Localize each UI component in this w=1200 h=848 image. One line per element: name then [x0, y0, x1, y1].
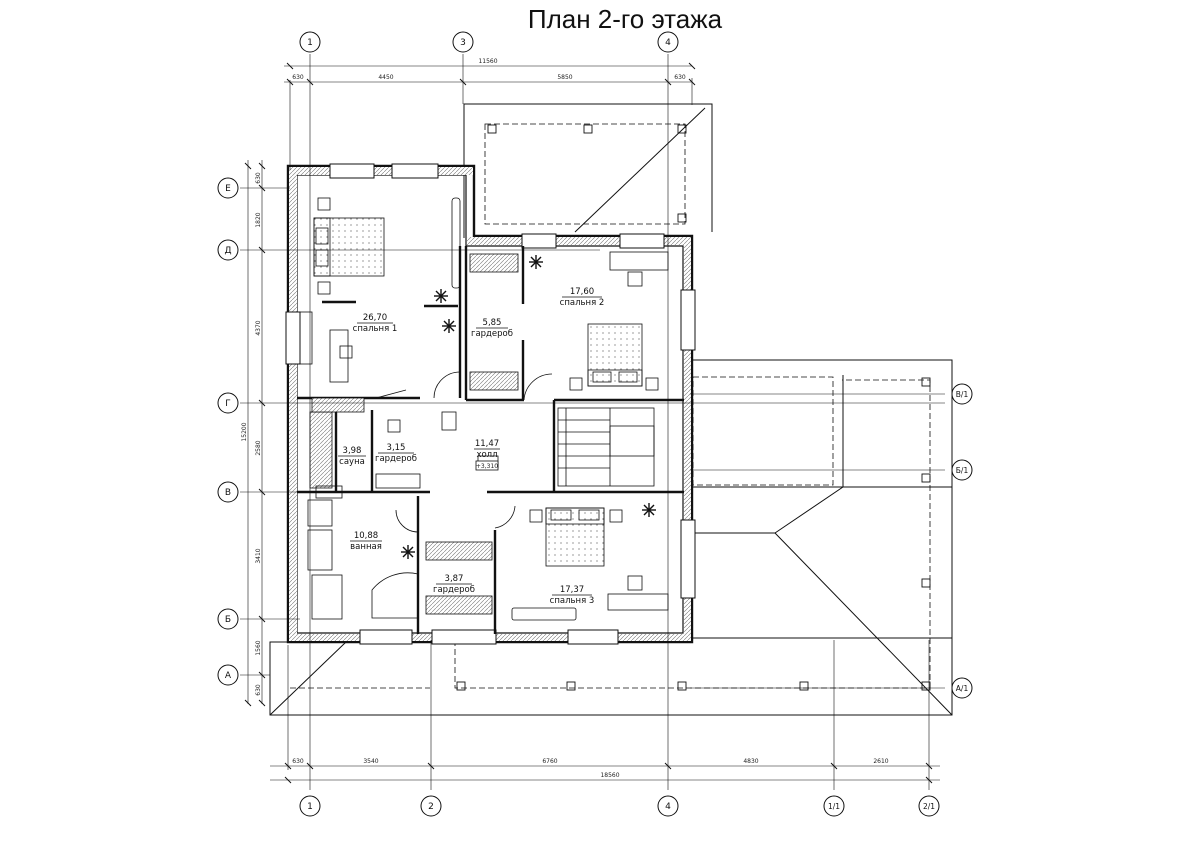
room-area: 5,85	[483, 318, 502, 328]
roof-outlines	[269, 103, 953, 716]
dimension-ticks	[244, 62, 933, 784]
room-label-hall: 11,47 холл +3,310	[474, 439, 500, 471]
room-name: гардероб	[375, 454, 417, 464]
room-area: 3,98	[343, 446, 362, 456]
dim-bottom-seg: 3540	[363, 758, 378, 765]
dim-bottom-seg: 2610	[873, 758, 888, 765]
room-area: 3,15	[387, 443, 406, 453]
axis-label-left: Е	[225, 184, 231, 194]
room-label-bedroom-3: 17,37 спальня 3	[550, 585, 595, 606]
axis-label-bottom: 4	[665, 802, 671, 812]
furniture	[299, 197, 669, 621]
room-name: спальня 2	[560, 298, 605, 308]
dim-left-seg: 2580	[255, 440, 262, 455]
room-area: 3,87	[445, 574, 464, 584]
dim-top-seg: 630	[292, 74, 304, 81]
dimension-texts: 11560 630 4450 5850 630 630 3540 6760 48…	[241, 58, 889, 779]
dim-top-overall: 11560	[478, 58, 497, 65]
dim-bottom-seg: 4830	[743, 758, 758, 765]
room-name: холл	[476, 450, 497, 460]
room-area: 26,70	[363, 313, 387, 323]
dim-top-seg: 5850	[557, 74, 572, 81]
roof-columns	[456, 124, 931, 691]
axis-label-right: А/1	[956, 684, 969, 693]
dim-left-seg: 630	[255, 684, 262, 696]
room-label-bathroom: 10,88 ванная	[350, 531, 382, 552]
axis-label-right: Б/1	[956, 466, 969, 475]
axis-label-top: 4	[665, 38, 671, 48]
axis-label-left: Б	[225, 615, 231, 625]
axis-label-bottom: 1	[307, 802, 313, 812]
room-name: ванная	[350, 542, 382, 552]
room-label-sauna: 3,98 сауна	[338, 446, 366, 467]
room-labels: 26,70 спальня 1 5,85 гардероб 17,60 спал…	[338, 287, 604, 606]
room-area: 10,88	[354, 531, 378, 541]
dim-left-seg: 3410	[255, 548, 262, 563]
dim-left-seg: 1820	[255, 212, 262, 227]
dim-bottom-seg: 630	[292, 758, 304, 765]
interior-walls	[297, 246, 684, 634]
room-name: спальня 3	[550, 596, 595, 606]
axis-label-top: 1	[307, 38, 313, 48]
dim-left-overall: 15200	[241, 422, 248, 441]
axis-label-left: А	[225, 671, 232, 681]
dim-left-seg: 630	[255, 172, 262, 184]
axis-label-right: В/1	[956, 390, 969, 399]
dim-left-seg: 4370	[255, 320, 262, 335]
room-name: сауна	[339, 457, 365, 467]
axis-label-bottom: 2/1	[923, 802, 935, 811]
dim-bottom-seg: 6760	[542, 758, 557, 765]
room-name: гардероб	[471, 329, 513, 339]
page-title: План 2-го этажа	[527, 4, 723, 34]
dim-top-seg: 4450	[378, 74, 393, 81]
windows	[285, 163, 696, 645]
axis-label-top: 3	[460, 38, 466, 48]
door-swings	[375, 371, 553, 533]
room-area: 11,47	[475, 439, 499, 449]
dim-left-seg: 1560	[255, 640, 262, 655]
room-label-wardrobe-sauna: 3,15 гардероб	[375, 443, 417, 464]
room-name: гардероб	[433, 585, 475, 595]
axis-label-left: В	[225, 488, 231, 498]
axis-lines	[240, 54, 945, 790]
axis-bubbles	[217, 31, 973, 817]
room-label-bedroom-1: 26,70 спальня 1	[353, 313, 398, 334]
room-area: 17,60	[570, 287, 594, 297]
axis-label-left: Д	[224, 246, 231, 256]
dim-top-seg: 630	[674, 74, 686, 81]
axis-labels: 1 3 4 1 2 4 1/1 2/1 Е Д Г В Б А В/1 Б/1 …	[224, 38, 968, 812]
room-label-bedroom-2: 17,60 спальня 2	[560, 287, 605, 308]
room-area: 17,37	[560, 585, 584, 595]
dim-bottom-overall: 18560	[600, 772, 619, 779]
axis-label-bottom: 2	[428, 802, 434, 812]
room-label-wardrobe-3: 3,87 гардероб	[433, 574, 475, 595]
level-mark: +3,310	[476, 463, 498, 470]
axis-label-left: Г	[225, 399, 231, 409]
room-label-wardrobe-2: 5,85 гардероб	[471, 318, 513, 339]
room-name: спальня 1	[353, 324, 398, 334]
plant-icons	[401, 255, 656, 559]
axis-label-bottom: 1/1	[828, 802, 840, 811]
